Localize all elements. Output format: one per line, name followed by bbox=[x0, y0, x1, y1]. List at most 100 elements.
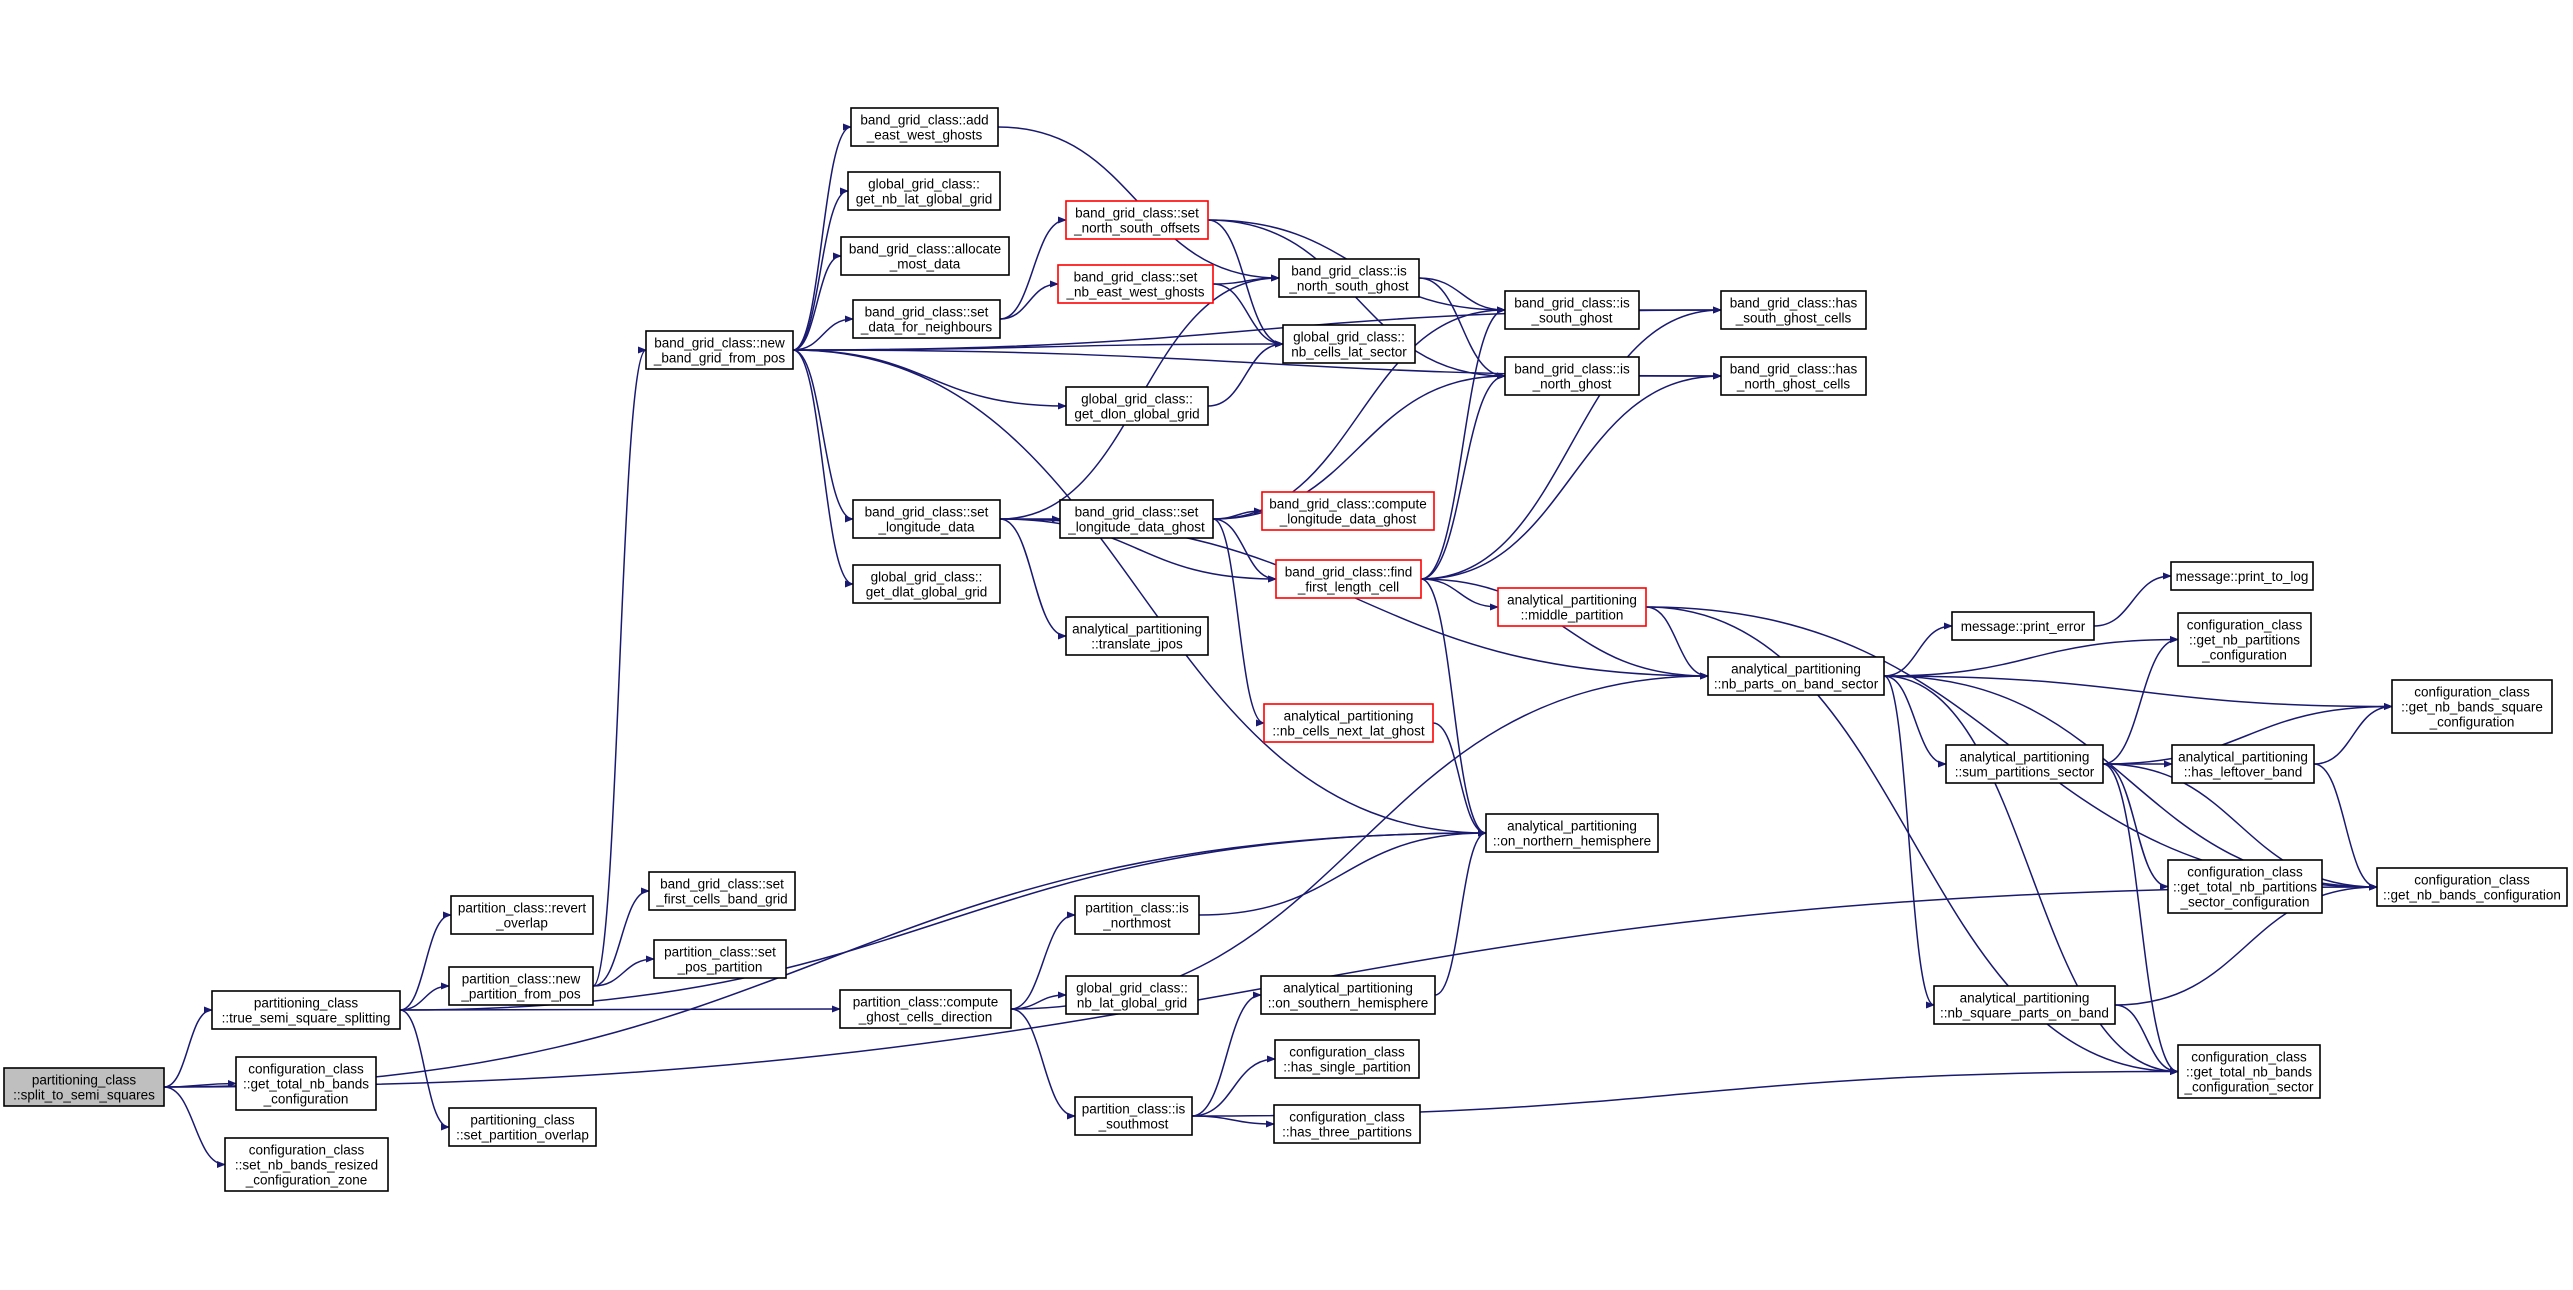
node-label: _pos_partition bbox=[677, 960, 763, 975]
node-box bbox=[2170, 561, 2314, 591]
node-true_semi[interactable]: partitioning_class::true_semi_square_spl… bbox=[211, 990, 401, 1030]
node-set_north_south_offsets[interactable]: band_grid_class::set_north_south_offsets bbox=[1065, 200, 1209, 240]
edge-set_north_south_offsets-to-nb_cells_lat_sector bbox=[1207, 219, 1284, 348]
node-box bbox=[645, 330, 794, 370]
node-label: band_grid_class::is bbox=[1291, 264, 1407, 279]
node-label: ::get_nb_partitions bbox=[2189, 633, 2300, 648]
node-print_error[interactable]: message::print_error bbox=[1951, 611, 2095, 641]
node-on_northern_hemisphere[interactable]: analytical_partitioning::on_northern_hem… bbox=[1485, 813, 1659, 853]
edge-nb_parts_on_band_sector-to-nb_square_parts_on_band bbox=[1883, 675, 1935, 1009]
node-label: _north_ghost_cells bbox=[1736, 377, 1851, 392]
node-label: _first_length_cell bbox=[1297, 580, 1399, 595]
edge-print_error-to-print_to_log bbox=[2093, 572, 2172, 627]
node-is_southmost[interactable]: partition_class::is_southmost bbox=[1074, 1096, 1193, 1136]
node-get_nb_lat_global[interactable]: global_grid_class::get_nb_lat_global_gri… bbox=[847, 171, 1001, 211]
node-label: analytical_partitioning bbox=[1960, 991, 2090, 1006]
node-allocate_most[interactable]: band_grid_class::allocate_most_data bbox=[840, 236, 1010, 276]
node-compute_ghost_cells_direction[interactable]: partition_class::compute_ghost_cells_dir… bbox=[839, 989, 1012, 1029]
node-has_leftover_band[interactable]: analytical_partitioning::has_leftover_ba… bbox=[2171, 744, 2315, 784]
node-box bbox=[839, 989, 1012, 1029]
node-label: band_grid_class::set bbox=[1074, 270, 1198, 285]
node-label: _northmost bbox=[1102, 916, 1171, 931]
node-is_north_south_ghost[interactable]: band_grid_class::is_north_south_ghost bbox=[1278, 258, 1420, 298]
node-get_nb_partitions_config[interactable]: configuration_class::get_nb_partitions_c… bbox=[2177, 612, 2312, 667]
node-label: ::get_nb_bands_square bbox=[2401, 700, 2543, 715]
node-label: _most_data bbox=[889, 257, 961, 272]
node-label: _first_cells_band_grid bbox=[655, 892, 787, 907]
node-nb_cells_lat_sector[interactable]: global_grid_class::nb_cells_lat_sector bbox=[1282, 324, 1416, 364]
node-label: band_grid_class::has bbox=[1730, 296, 1858, 311]
node-is_north_ghost[interactable]: band_grid_class::is_north_ghost bbox=[1504, 356, 1640, 396]
node-set_longitude_data[interactable]: band_grid_class::set_longitude_data bbox=[852, 499, 1001, 539]
node-box bbox=[1260, 975, 1436, 1015]
node-nb_cells_next_lat_ghost[interactable]: analytical_partitioning::nb_cells_next_l… bbox=[1263, 703, 1434, 743]
edge-new_band_grid-to-set_data_neighbours bbox=[792, 315, 854, 351]
node-is_south_ghost[interactable]: band_grid_class::is_south_ghost bbox=[1504, 290, 1640, 330]
node-print_to_log[interactable]: message::print_to_log bbox=[2170, 561, 2314, 591]
node-set_first_cells[interactable]: band_grid_class::set_first_cells_band_gr… bbox=[648, 871, 796, 911]
node-middle_partition[interactable]: analytical_partitioning::middle_partitio… bbox=[1497, 587, 1647, 627]
edge-set_data_neighbours-to-set_nb_east_west bbox=[999, 280, 1059, 320]
node-label: ::set_nb_bands_resized bbox=[235, 1158, 378, 1173]
node-box bbox=[448, 966, 594, 1006]
node-label: _longitude_data bbox=[877, 520, 975, 535]
edge-new_partition-to-set_first_cells bbox=[592, 887, 650, 987]
node-on_southern_hemisphere[interactable]: analytical_partitioning::on_southern_hem… bbox=[1260, 975, 1436, 1015]
node-nb_square_parts_on_band[interactable]: analytical_partitioning::nb_square_parts… bbox=[1933, 985, 2116, 1025]
node-label: band_grid_class::set bbox=[865, 305, 989, 320]
node-revert_overlap[interactable]: partition_class::revert_overlap bbox=[450, 895, 594, 935]
node-label: ::sum_partitions_sector bbox=[1955, 765, 2095, 780]
node-is_northmost[interactable]: partition_class::is_northmost bbox=[1074, 895, 1200, 935]
node-set_partition_overlap[interactable]: partitioning_class::set_partition_overla… bbox=[448, 1107, 597, 1147]
node-get_total_nb_bands[interactable]: configuration_class::get_total_nb_bands_… bbox=[235, 1056, 377, 1111]
edge-compute_ghost_cells_direction-to-is_southmost bbox=[1010, 1008, 1076, 1120]
node-label: band_grid_class::new bbox=[654, 336, 785, 351]
node-box bbox=[1074, 1096, 1193, 1136]
node-get_nb_bands_square[interactable]: configuration_class::get_nb_bands_square… bbox=[2391, 679, 2553, 734]
node-label: partition_class::revert bbox=[458, 901, 587, 916]
edge-sum_partitions_sector-to-get_nb_bands_square bbox=[2102, 702, 2393, 765]
node-nb_parts_on_band_sector[interactable]: analytical_partitioning::nb_parts_on_ban… bbox=[1707, 656, 1885, 696]
node-box bbox=[1065, 975, 1199, 1015]
node-translate_jpos[interactable]: analytical_partitioning::translate_jpos bbox=[1065, 616, 1209, 656]
nodes-layer: partitioning_class::split_to_semi_square… bbox=[3, 107, 2568, 1192]
node-set_nb_east_west[interactable]: band_grid_class::set_nb_east_west_ghosts bbox=[1057, 264, 1214, 304]
node-box bbox=[2167, 859, 2323, 914]
edge-nb_square_parts_on_band-to-get_nb_bands_configuration bbox=[2114, 883, 2378, 1006]
node-get_dlon_global[interactable]: global_grid_class::get_dlon_global_grid bbox=[1065, 386, 1209, 426]
node-get_dlat_global[interactable]: global_grid_class::get_dlat_global_grid bbox=[852, 564, 1001, 604]
edge-nb_parts_on_band_sector-to-get_nb_bands_square bbox=[1883, 675, 2393, 711]
node-label: ::on_southern_hemisphere bbox=[1268, 996, 1429, 1011]
node-set_data_neighbours[interactable]: band_grid_class::set_data_for_neighbours bbox=[852, 299, 1001, 339]
node-compute_longitude_data_ghost[interactable]: band_grid_class::compute_longitude_data_… bbox=[1261, 491, 1435, 531]
node-has_south_ghost_cells[interactable]: band_grid_class::has_south_ghost_cells bbox=[1720, 290, 1867, 330]
node-has_north_ghost_cells[interactable]: band_grid_class::has_north_ghost_cells bbox=[1720, 356, 1867, 396]
node-get_total_nb_partitions_sector[interactable]: configuration_class::get_total_nb_partit… bbox=[2167, 859, 2323, 914]
node-split[interactable]: partitioning_class::split_to_semi_square… bbox=[3, 1067, 165, 1107]
node-set_nb_bands_resized[interactable]: configuration_class::set_nb_bands_resize… bbox=[224, 1137, 389, 1192]
node-label: analytical_partitioning bbox=[1072, 622, 1202, 637]
node-label: configuration_class bbox=[1289, 1110, 1405, 1125]
node-set_longitude_data_ghost[interactable]: band_grid_class::set_longitude_data_ghos… bbox=[1059, 499, 1214, 539]
node-sum_partitions_sector[interactable]: analytical_partitioning::sum_partitions_… bbox=[1945, 744, 2104, 784]
node-get_nb_bands_configuration[interactable]: configuration_class::get_nb_bands_config… bbox=[2376, 867, 2568, 907]
node-nb_lat_global_grid[interactable]: global_grid_class::nb_lat_global_grid bbox=[1065, 975, 1199, 1015]
node-label: band_grid_class::has bbox=[1730, 362, 1858, 377]
edge-set_data_neighbours-to-set_north_south_offsets bbox=[999, 216, 1067, 320]
edge-new_band_grid-to-get_dlat_global bbox=[792, 349, 854, 588]
node-label: _south_ghost_cells bbox=[1735, 311, 1852, 326]
node-set_pos_partition[interactable]: partition_class::set_pos_partition bbox=[653, 939, 787, 979]
node-get_total_nb_bands_sector[interactable]: configuration_class::get_total_nb_bands_… bbox=[2177, 1044, 2321, 1099]
node-new_band_grid[interactable]: band_grid_class::new_band_grid_from_pos bbox=[645, 330, 794, 370]
node-new_partition[interactable]: partition_class::new_partition_from_pos bbox=[448, 966, 594, 1006]
node-add_east_west[interactable]: band_grid_class::add_east_west_ghosts bbox=[850, 107, 999, 147]
node-box bbox=[2177, 612, 2312, 667]
node-label: global_grid_class:: bbox=[1076, 981, 1188, 996]
node-label: partitioning_class bbox=[470, 1113, 575, 1128]
edge-middle_partition-to-get_total_nb_bands_sector bbox=[1645, 606, 2179, 1076]
node-has_three_partitions[interactable]: configuration_class::has_three_partition… bbox=[1273, 1104, 1421, 1144]
node-has_single_partition[interactable]: configuration_class::has_single_partitio… bbox=[1274, 1039, 1420, 1079]
node-label: _overlap bbox=[495, 916, 548, 931]
node-box bbox=[1263, 703, 1434, 743]
node-find_first_length_cell[interactable]: band_grid_class::find_first_length_cell bbox=[1275, 559, 1422, 599]
